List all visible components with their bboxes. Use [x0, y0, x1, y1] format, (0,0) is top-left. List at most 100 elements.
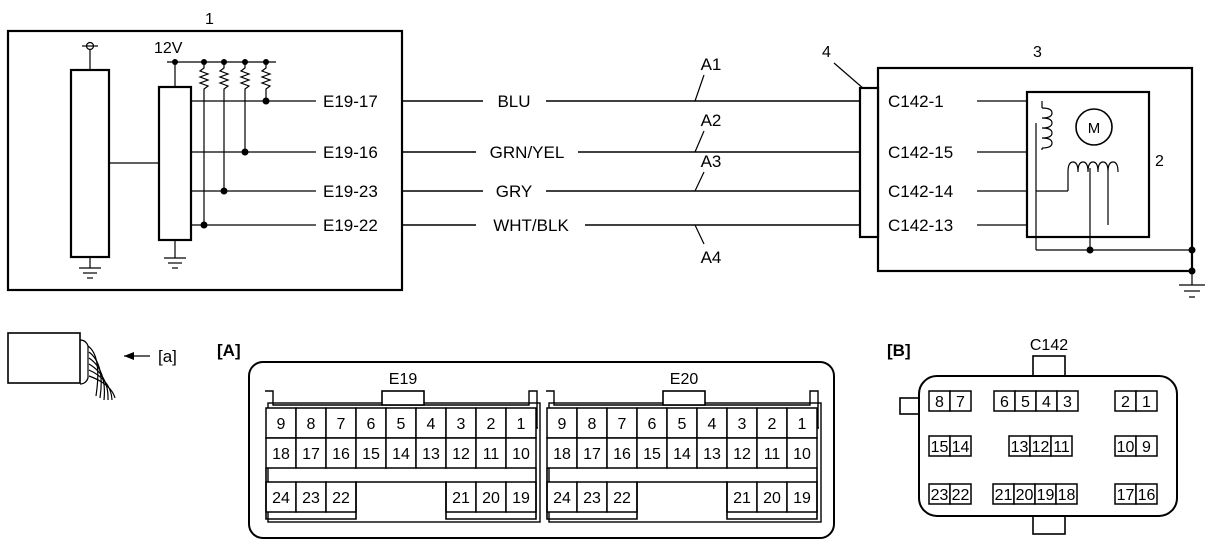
- connector-pin: 11: [475, 437, 507, 469]
- svg-text:8: 8: [935, 394, 944, 411]
- ecm-driver-module: 12V: [154, 40, 316, 269]
- svg-text:17: 17: [302, 446, 320, 463]
- connector-pin: 8: [576, 407, 608, 439]
- svg-text:23: 23: [931, 487, 949, 504]
- motor-icon: M: [1075, 108, 1113, 146]
- ground-icon: [1179, 284, 1205, 298]
- svg-text:21: 21: [733, 490, 751, 507]
- connector-pin: 23: [295, 481, 327, 513]
- svg-text:5: 5: [1021, 394, 1030, 411]
- actuator-number-label: 3: [1033, 44, 1042, 61]
- svg-text:11: 11: [483, 446, 500, 463]
- section-a-label: [A]: [217, 341, 241, 360]
- actuator-internal-wiring: [977, 90, 1196, 285]
- connector-pin: 6: [993, 390, 1016, 412]
- connector-pin: 7: [325, 407, 357, 439]
- harness-side-label: [a]: [158, 347, 177, 366]
- connector-pin: 1: [505, 407, 537, 439]
- svg-text:11: 11: [764, 446, 781, 463]
- resistor-icon: [218, 62, 230, 191]
- connector-pin: 5: [385, 407, 417, 439]
- ecm-terminal-label: E19-17: [323, 92, 378, 111]
- svg-text:4: 4: [1042, 394, 1051, 411]
- ecm-terminal-label: E19-16: [323, 143, 378, 162]
- connector-pin: 1: [1135, 390, 1158, 412]
- svg-text:18: 18: [1058, 487, 1076, 504]
- svg-text:18: 18: [272, 446, 290, 463]
- connector-pin: 21: [992, 483, 1015, 505]
- svg-text:2: 2: [1121, 394, 1130, 411]
- connector-pin: 5: [666, 407, 698, 439]
- ground-icon: [164, 257, 186, 269]
- resistor-icon: [198, 62, 210, 225]
- svg-text:10: 10: [793, 446, 811, 463]
- svg-text:20: 20: [1016, 487, 1034, 504]
- connector-pin: 16: [325, 437, 357, 469]
- section-b-label: [B]: [887, 341, 911, 360]
- connector-pin: 13: [696, 437, 728, 469]
- connector-a-outline: [248, 361, 835, 539]
- svg-text:8: 8: [307, 416, 316, 433]
- connector-pin: 10: [1114, 435, 1137, 457]
- svg-text:6: 6: [648, 416, 657, 433]
- connector-pin: 10: [505, 437, 537, 469]
- connector-pin: 19: [505, 481, 537, 513]
- svg-text:2: 2: [487, 416, 496, 433]
- connector-pin: 5: [1014, 390, 1037, 412]
- connector-pin: 6: [636, 407, 668, 439]
- svg-text:8: 8: [588, 416, 597, 433]
- svg-text:1: 1: [1142, 394, 1151, 411]
- svg-text:15: 15: [931, 439, 949, 456]
- connector-pin: 23: [576, 481, 608, 513]
- harness-wires: [402, 100, 860, 226]
- actuator-terminal-label: C142-14: [888, 182, 953, 201]
- svg-text:3: 3: [738, 416, 747, 433]
- connector-pin: 9: [546, 407, 578, 439]
- harness-connector-icon: [7, 332, 116, 401]
- connector-pin: 20: [475, 481, 507, 513]
- connector-pin: 21: [445, 481, 477, 513]
- svg-text:12: 12: [452, 446, 470, 463]
- resistor-icon: [260, 62, 272, 101]
- connector-pin: 3: [726, 407, 758, 439]
- svg-text:10: 10: [1117, 439, 1135, 456]
- svg-text:5: 5: [678, 416, 687, 433]
- svg-text:16: 16: [613, 446, 631, 463]
- connector-pin: 8: [928, 390, 951, 412]
- connector-pin: 18: [1055, 483, 1078, 505]
- svg-text:18: 18: [553, 446, 571, 463]
- connector-pin: 2: [1114, 390, 1137, 412]
- svg-text:17: 17: [1117, 487, 1135, 504]
- ecm-terminal-label: E19-22: [323, 216, 378, 235]
- segment-label: A3: [701, 152, 722, 171]
- svg-text:13: 13: [703, 446, 721, 463]
- svg-text:9: 9: [277, 416, 286, 433]
- wire-color-label: WHT/BLK: [493, 216, 569, 235]
- supply-voltage-label: 12V: [154, 40, 183, 57]
- actuator-terminal-label: C142-15: [888, 143, 953, 162]
- connector-pin: 19: [786, 481, 818, 513]
- connector-pin: 2: [756, 407, 788, 439]
- actuator-terminal-label: C142-1: [888, 92, 944, 111]
- connector-pin: 14: [666, 437, 698, 469]
- svg-text:3: 3: [457, 416, 466, 433]
- actuator-terminal-label: C142-13: [888, 216, 953, 235]
- resistor-icon: [239, 62, 251, 152]
- svg-text:23: 23: [302, 490, 320, 507]
- connector-pin: 24: [265, 481, 297, 513]
- connector-pin: 22: [325, 481, 357, 513]
- svg-text:22: 22: [952, 487, 970, 504]
- connector-pin: 20: [756, 481, 788, 513]
- segment-label: A1: [701, 55, 722, 74]
- connector-pin: 21: [726, 481, 758, 513]
- svg-text:16: 16: [332, 446, 350, 463]
- svg-text:4: 4: [427, 416, 436, 433]
- connector-pin: 15: [355, 437, 387, 469]
- connector-pin: 3: [445, 407, 477, 439]
- svg-text:15: 15: [643, 446, 661, 463]
- connector-pin: 13: [415, 437, 447, 469]
- connector-pin: 6: [355, 407, 387, 439]
- svg-text:7: 7: [956, 394, 965, 411]
